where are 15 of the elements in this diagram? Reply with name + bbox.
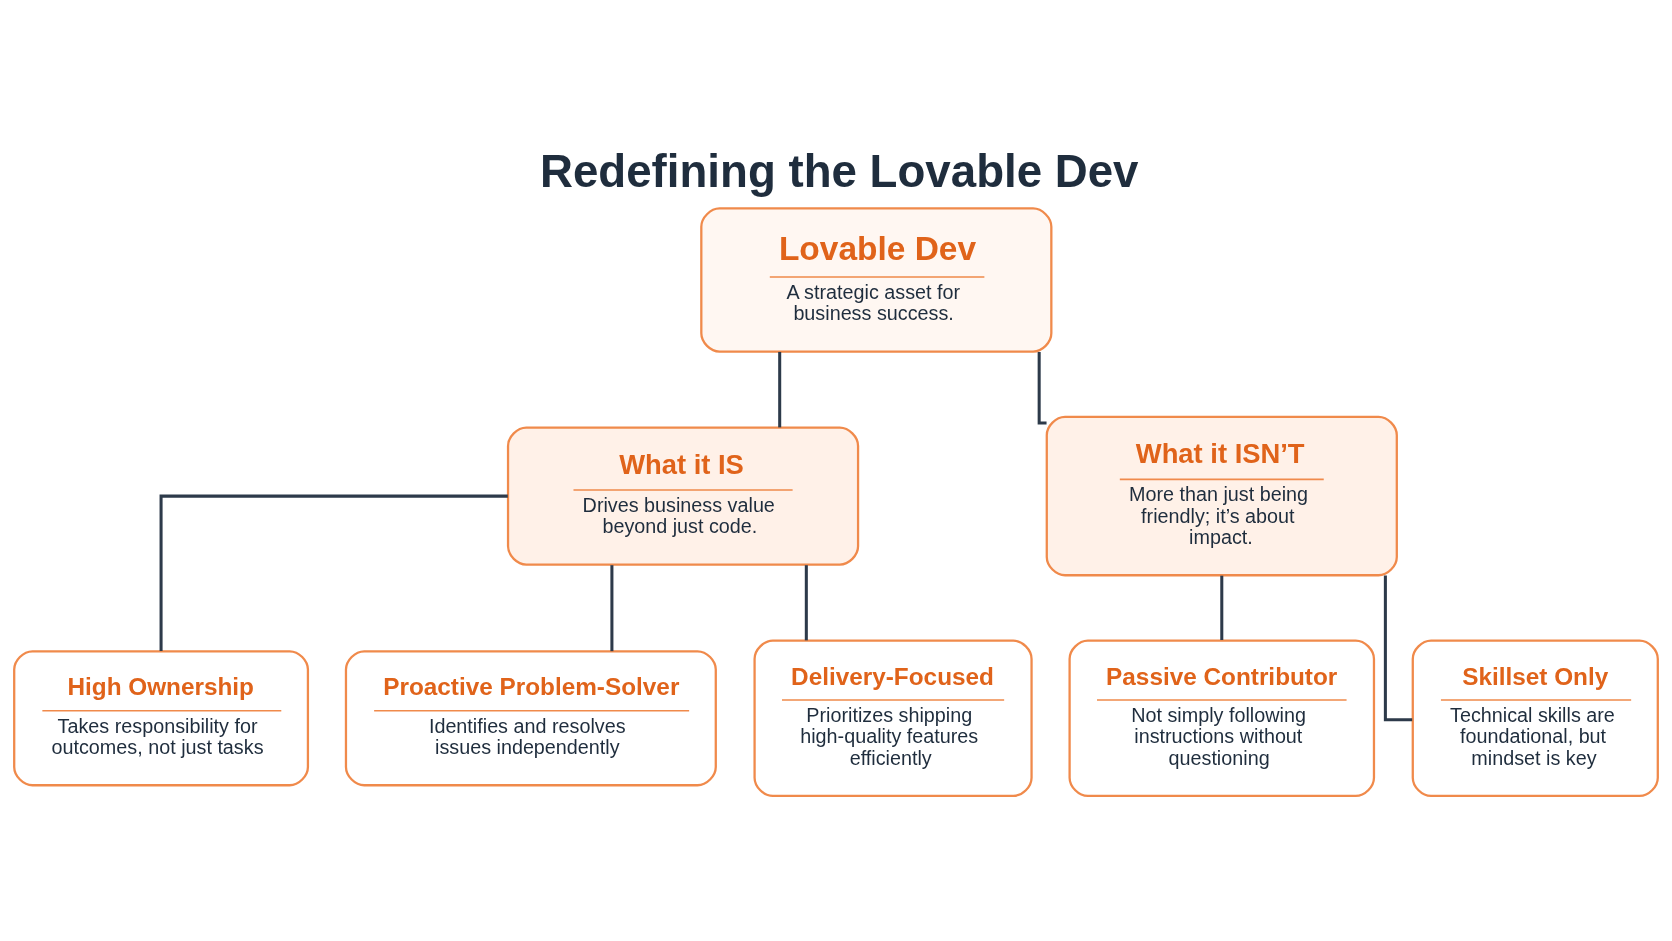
node-box: Passive Contributor Not simply following instructions without questioning — [1068, 639, 1376, 797]
node-box: Skillset Only Technical skills are foundational, but mindset is key — [1411, 639, 1659, 797]
connector — [610, 564, 614, 651]
node-box: Proactive Problem-Solver Identifies and resolves issues independently — [344, 649, 717, 786]
node-box: High Ownership Takes responsibility for outcomes, not just tasks — [13, 649, 310, 786]
diagram-title: Redefining the Lovable Dev — [540, 145, 1139, 197]
connector — [804, 564, 808, 640]
connector — [1037, 351, 1047, 425]
node-box: Lovable Dev A strategic asset for business success. — [700, 206, 1053, 353]
connector — [1220, 575, 1224, 640]
connector — [778, 351, 782, 427]
node-box: What it IS Drives business value beyond just code. — [506, 426, 860, 566]
node-box: Delivery-Focused Prioritizes shipping high-quality features efficiently — [753, 639, 1033, 797]
connector — [159, 494, 508, 651]
node-box: What it ISN’T More than just being friendly; it’s about impact. — [1045, 415, 1398, 576]
